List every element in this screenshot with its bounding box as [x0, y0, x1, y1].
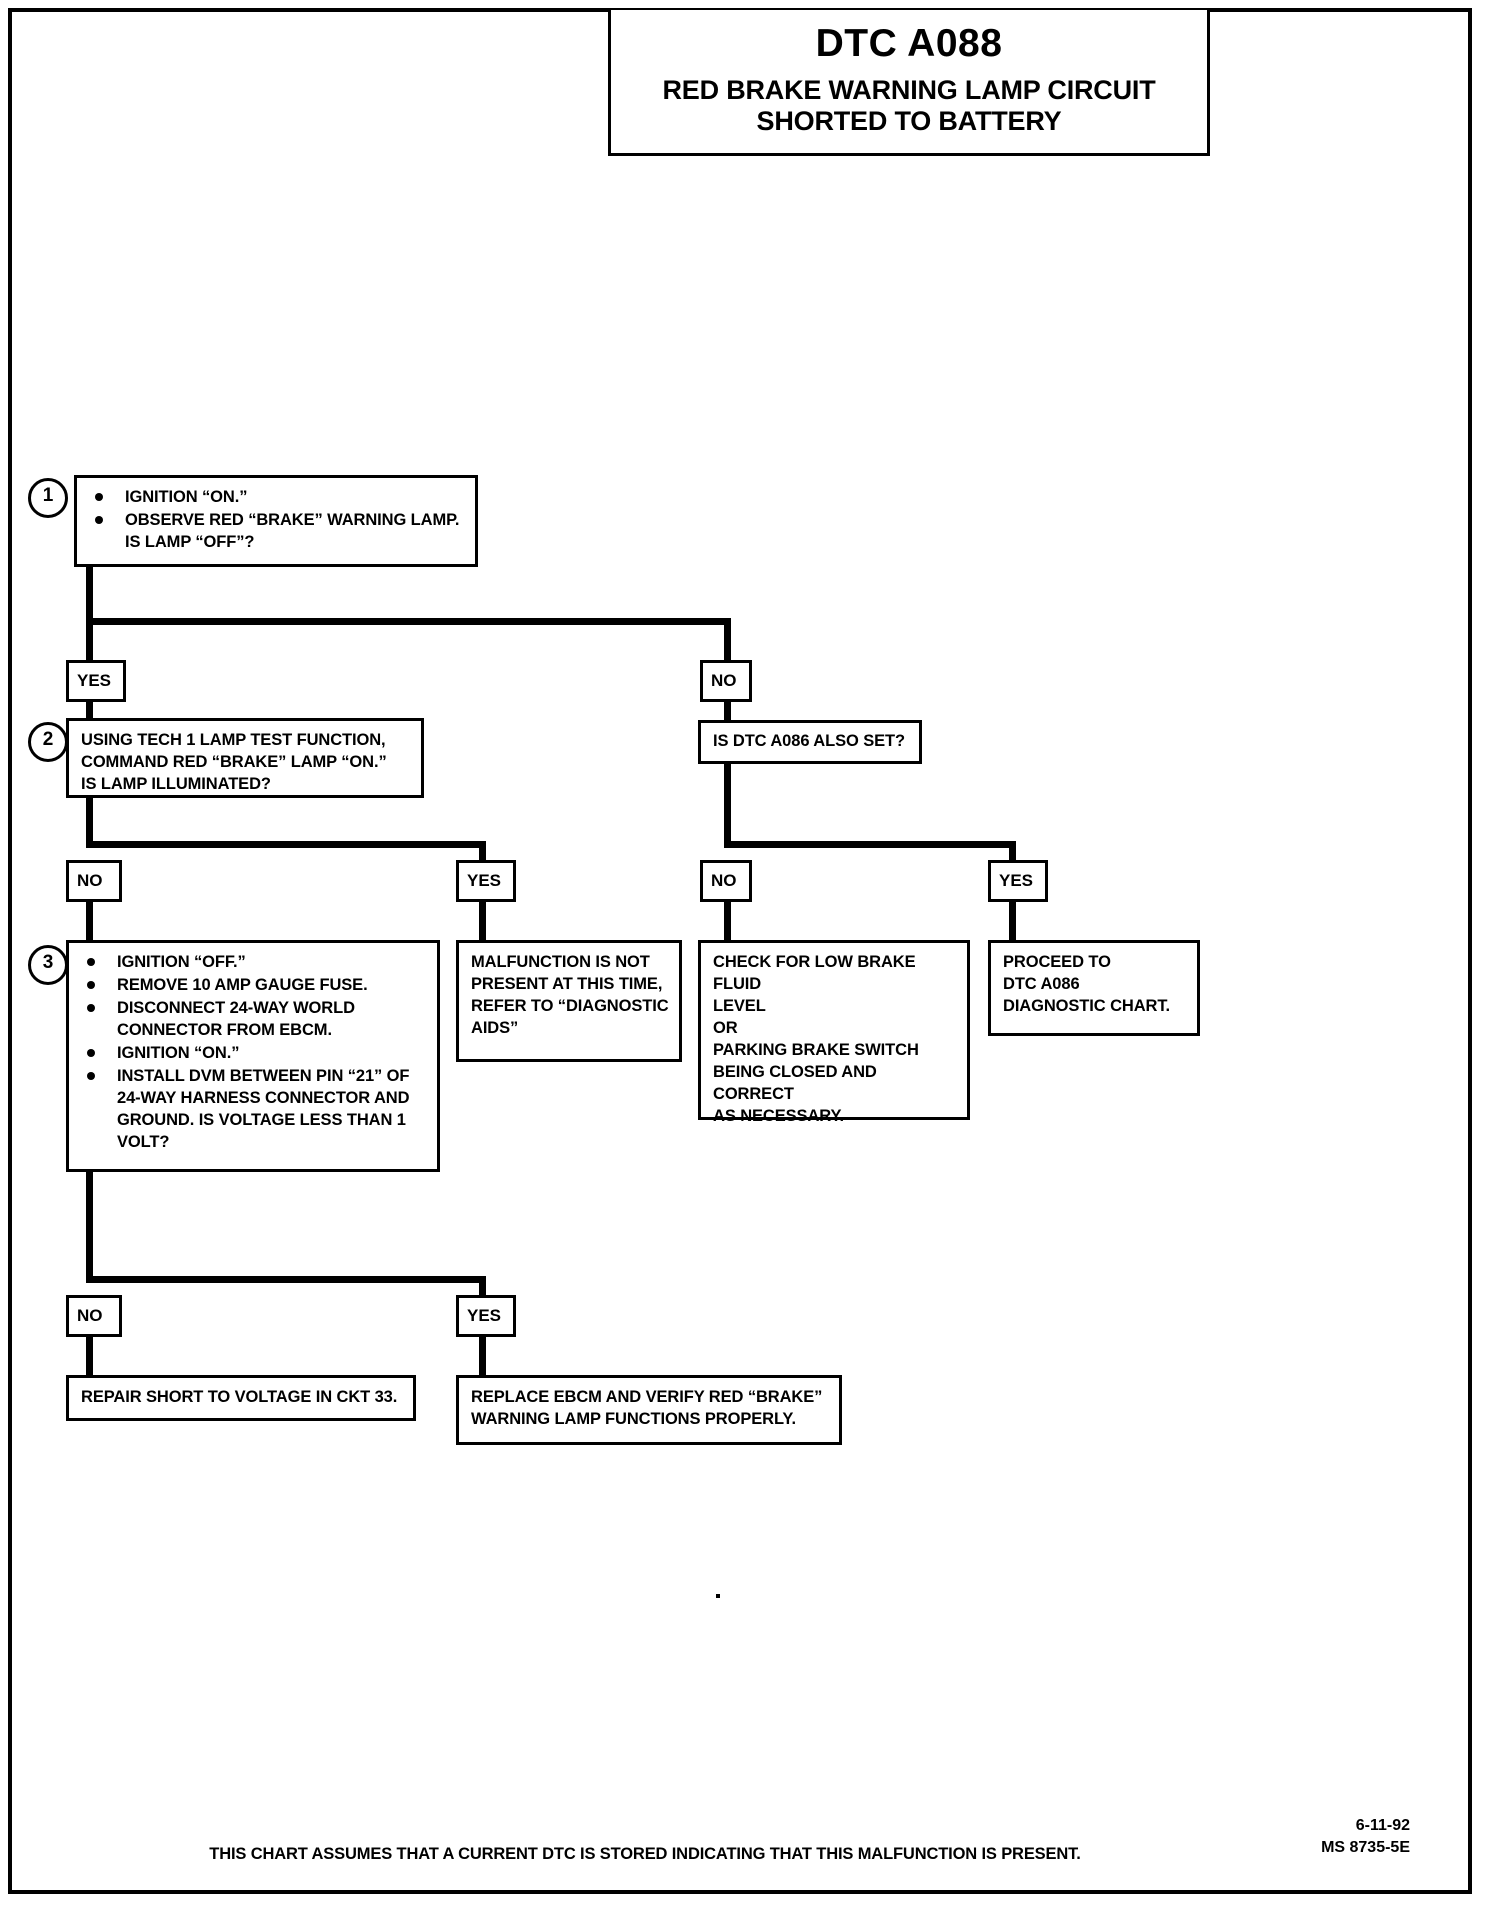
repair-short-text: REPAIR SHORT TO VOLTAGE IN CKT 33. — [81, 1388, 398, 1406]
proceed-line3: DIAGNOSTIC CHART. — [1003, 996, 1170, 1015]
check-fluid-line2: LEVEL — [713, 996, 766, 1015]
bullet-point-icon — [87, 1003, 95, 1012]
connector-a086-down — [724, 764, 731, 848]
malfunction-line1: MALFUNCTION IS NOT — [471, 953, 650, 971]
connector-step3-horizontal — [86, 1276, 486, 1283]
step-number-3-circle: 3 — [28, 945, 68, 985]
branch-label-step1-yes: YES — [66, 660, 126, 702]
bullet-point-icon — [87, 980, 95, 989]
step3-bullet-ignition-off: IGNITION “OFF.” — [81, 952, 427, 974]
bullet-point-icon — [87, 1048, 95, 1057]
footer-meta: 6-11-92 MS 8735-5E — [1321, 1815, 1410, 1858]
step3-bullet-install-dvm: INSTALL DVM BETWEEN PIN “21” OF 24-WAY H… — [81, 1066, 427, 1154]
replace-ebcm-box: REPLACE EBCM AND VERIFY RED “BRAKE” WARN… — [456, 1375, 842, 1445]
step2-line3: IS LAMP ILLUMINATED? — [81, 774, 271, 793]
check-fluid-line3: OR — [713, 1018, 738, 1037]
bullet-point-icon — [87, 958, 95, 966]
connector-no3-to-repair — [86, 1335, 93, 1377]
footer-note: THIS CHART ASSUMES THAT A CURRENT DTC IS… — [209, 1845, 1081, 1863]
branch-label-a086-yes: YES — [988, 860, 1048, 902]
proceed-to-a086-box: PROCEED TO DTC A086 DIAGNOSTIC CHART. — [988, 940, 1200, 1036]
connector-step1-yes-down — [86, 618, 93, 663]
step1-bullet-ignition-on: IGNITION “ON.” — [89, 487, 465, 509]
footer-date: 6-11-92 — [1355, 1817, 1410, 1834]
step2-line1: USING TECH 1 LAMP TEST FUNCTION, — [81, 731, 386, 749]
step-number-1: 1 — [28, 478, 68, 518]
step2-line2: COMMAND RED “BRAKE” LAMP “ON.” — [81, 752, 387, 771]
connector-no-a086-to-check — [724, 900, 731, 942]
check-fluid-line1: CHECK FOR LOW BRAKE FLUID — [713, 953, 916, 993]
connector-a086-horizontal — [724, 841, 1016, 848]
chart-header: DTC A088 RED BRAKE WARNING LAMP CIRCUIT … — [608, 10, 1210, 156]
branch-label-step3-no: NO — [66, 1295, 122, 1337]
dtc-code: DTC A088 — [815, 22, 1003, 65]
connector-yes-a086-to-proceed — [1009, 900, 1016, 942]
step3-bullet-remove-fuse: REMOVE 10 AMP GAUGE FUSE. — [81, 975, 427, 997]
dtc-description-line2: SHORTED TO BATTERY — [756, 105, 1062, 136]
bullet-point-icon — [95, 493, 103, 501]
connector-step3-down — [86, 1172, 93, 1282]
check-fluid-line6: AS NECESSARY. — [713, 1106, 845, 1125]
bullet-point-icon — [87, 1071, 95, 1080]
step1-bullet-observe-lamp: OBSERVE RED “BRAKE” WARNING LAMP. IS LAM… — [89, 510, 465, 554]
replace-ebcm-line1: REPLACE EBCM AND VERIFY RED “BRAKE” — [471, 1388, 823, 1406]
step-1-box: IGNITION “ON.” OBSERVE RED “BRAKE” WARNI… — [74, 475, 478, 567]
connector-yes2-to-malfunction — [479, 900, 486, 942]
proceed-line2: DTC A086 — [1003, 974, 1080, 993]
bullet-point-icon — [95, 515, 103, 524]
malfunction-line2: PRESENT AT THIS TIME, — [471, 974, 663, 993]
check-fluid-line4: PARKING BRAKE SWITCH — [713, 1040, 919, 1059]
branch-label-step1-no: NO — [700, 660, 752, 702]
proceed-line1: PROCEED TO — [1003, 953, 1111, 971]
step-3-box: IGNITION “OFF.” REMOVE 10 AMP GAUGE FUSE… — [66, 940, 440, 1172]
dtc-a086-check-text: IS DTC A086 ALSO SET? — [713, 732, 905, 750]
branch-label-step3-yes: YES — [456, 1295, 516, 1337]
step-number-2: 2 — [28, 722, 68, 762]
malfunction-not-present-box: MALFUNCTION IS NOT PRESENT AT THIS TIME,… — [456, 940, 682, 1062]
step-2-box: USING TECH 1 LAMP TEST FUNCTION, COMMAND… — [66, 718, 424, 798]
footer-doc-id: MS 8735-5E — [1321, 1838, 1410, 1856]
connector-no2-to-step3 — [86, 900, 93, 942]
connector-yes3-to-replace — [479, 1335, 486, 1377]
connector-step2-horizontal — [86, 841, 486, 848]
scan-artifact-dot — [716, 1594, 720, 1598]
branch-label-a086-no: NO — [700, 860, 752, 902]
dtc-description-line1: RED BRAKE WARNING LAMP CIRCUIT — [662, 74, 1156, 105]
connector-step1-horizontal — [86, 618, 731, 625]
connector-step2-down — [86, 798, 93, 848]
connector-step1-down — [86, 567, 93, 624]
branch-label-step2-no: NO — [66, 860, 122, 902]
check-fluid-line5: BEING CLOSED AND CORRECT — [713, 1062, 877, 1103]
malfunction-line3: REFER TO “DIAGNOSTIC — [471, 996, 669, 1015]
dtc-a086-check-box: IS DTC A086 ALSO SET? — [698, 720, 922, 764]
replace-ebcm-line2: WARNING LAMP FUNCTIONS PROPERLY. — [471, 1409, 796, 1428]
connector-step1-no-down — [724, 618, 731, 663]
check-low-brake-fluid-box: CHECK FOR LOW BRAKE FLUID LEVEL OR PARKI… — [698, 940, 970, 1125]
branch-label-step2-yes: YES — [456, 860, 516, 902]
malfunction-line4: AIDS” — [471, 1018, 519, 1037]
step3-bullet-ignition-on: IGNITION “ON.” — [81, 1043, 427, 1065]
repair-short-box: REPAIR SHORT TO VOLTAGE IN CKT 33. — [66, 1375, 416, 1421]
step3-bullet-disconnect-connector: DISCONNECT 24-WAY WORLD CONNECTOR FROM E… — [81, 998, 427, 1042]
